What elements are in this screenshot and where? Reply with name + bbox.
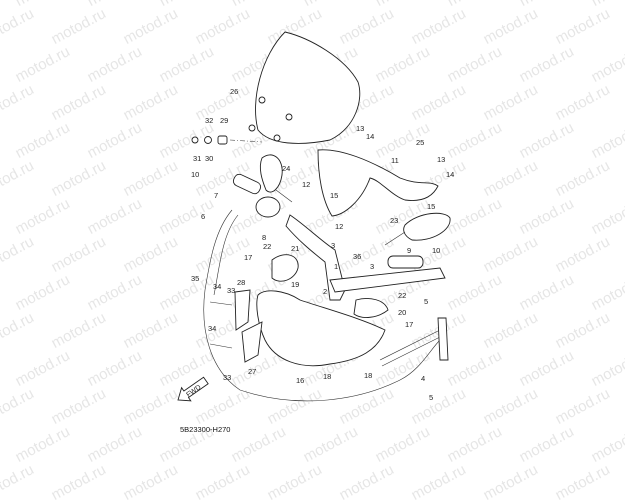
label-18b: 18 [364, 372, 372, 380]
bracket-part [438, 318, 448, 360]
cables-4-part [380, 330, 440, 360]
label-3b: 3 [370, 263, 374, 271]
label-26: 26 [230, 88, 238, 96]
label-29: 29 [220, 117, 228, 125]
label-23: 23 [390, 217, 398, 225]
label-9: 9 [407, 247, 411, 255]
label-32: 32 [205, 117, 213, 125]
label-34a: 34 [213, 283, 221, 291]
label-12a: 12 [302, 181, 310, 189]
grip-part [232, 173, 262, 196]
label-24: 24 [282, 165, 290, 173]
label-13b: 13 [437, 156, 445, 164]
label-15a: 15 [330, 192, 338, 200]
label-22b: 22 [398, 292, 406, 300]
label-5a: 5 [424, 298, 428, 306]
label-28: 28 [237, 279, 245, 287]
label-21: 21 [291, 245, 299, 253]
bracket-28-part [235, 290, 250, 330]
label-15b: 15 [427, 203, 435, 211]
label-8: 8 [262, 234, 266, 242]
label-13a: 13 [356, 125, 364, 133]
label-36: 36 [353, 253, 361, 261]
label-34b: 34 [208, 325, 216, 333]
exploded-parts-diagram [0, 0, 625, 468]
label-33a: 33 [227, 287, 235, 295]
windshield-part [256, 32, 360, 143]
washer-part [192, 137, 198, 143]
label-17b: 17 [405, 321, 413, 329]
label-18a: 18 [323, 373, 331, 381]
switch-part [256, 197, 280, 217]
cover-20-part [354, 298, 388, 317]
label-4: 4 [421, 375, 425, 383]
label-12b: 12 [335, 223, 343, 231]
label-6: 6 [201, 213, 205, 221]
diagram-code: 5B23300-H270 [180, 425, 230, 434]
label-27: 27 [248, 368, 256, 376]
label-16: 16 [296, 377, 304, 385]
label-10b: 10 [432, 247, 440, 255]
right-grip-part [388, 256, 423, 268]
label-7: 7 [214, 192, 218, 200]
label-11: 11 [391, 157, 399, 165]
label-31: 31 [193, 155, 201, 163]
label-5b: 5 [429, 394, 433, 402]
label-30: 30 [205, 155, 213, 163]
label-33b: 33 [223, 374, 231, 382]
label-17a: 17 [244, 254, 252, 262]
label-10a: 10 [191, 171, 199, 179]
label-14b: 14 [446, 171, 454, 179]
bracket-27-part [242, 322, 262, 362]
label-35: 35 [191, 275, 199, 283]
label-19: 19 [291, 281, 299, 289]
upper-cover-part [318, 150, 438, 216]
label-25: 25 [416, 139, 424, 147]
label-3a: 3 [331, 242, 335, 250]
label-1: 1 [334, 263, 338, 271]
nut-part [218, 136, 227, 144]
label-14a: 14 [366, 133, 374, 141]
label-2: 2 [323, 288, 327, 296]
cover-21-part [272, 255, 298, 281]
right-mirror-part [404, 213, 450, 240]
left-mirror-part [260, 155, 282, 192]
label-20: 20 [398, 309, 406, 317]
label-22a: 22 [263, 243, 271, 251]
